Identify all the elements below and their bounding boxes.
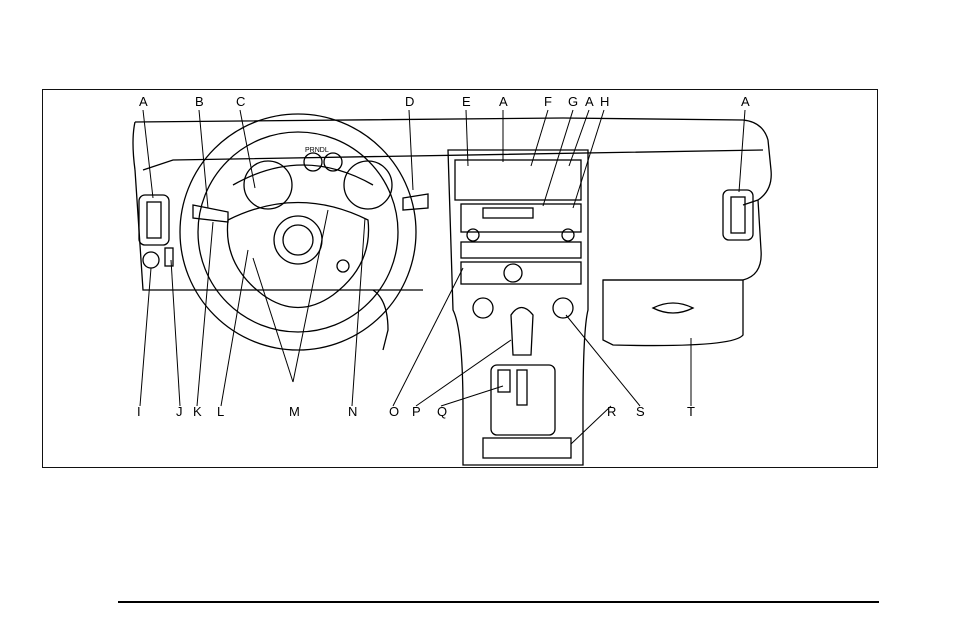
cd-slot bbox=[483, 208, 533, 218]
callout-q: Q bbox=[437, 404, 447, 419]
headlamp-knob bbox=[143, 252, 159, 268]
glove-box-handle bbox=[653, 303, 693, 313]
callout-e: E bbox=[462, 94, 471, 109]
wiper-stalk bbox=[403, 194, 428, 210]
callout-a4: A bbox=[741, 94, 750, 109]
temp-knob-right bbox=[553, 298, 573, 318]
radio-knob-right bbox=[562, 229, 574, 241]
callout-b: B bbox=[195, 94, 204, 109]
footer-rule bbox=[118, 601, 879, 603]
lower-switch-bank bbox=[483, 438, 571, 458]
callout-n: N bbox=[348, 404, 357, 419]
callout-d: D bbox=[405, 94, 414, 109]
radio-knob-left bbox=[467, 229, 479, 241]
callout-o: O bbox=[389, 404, 399, 419]
climate-display bbox=[455, 160, 581, 200]
left-vent-inner bbox=[147, 202, 161, 238]
shift-lever bbox=[511, 308, 533, 356]
callout-m: M bbox=[289, 404, 300, 419]
callout-a3: A bbox=[585, 94, 594, 109]
callout-f: F bbox=[544, 94, 552, 109]
fan-knob bbox=[504, 264, 522, 282]
callout-k: K bbox=[193, 404, 202, 419]
fuel-gauge bbox=[304, 153, 322, 171]
dimmer-control bbox=[165, 248, 173, 266]
right-vent-inner bbox=[731, 197, 745, 233]
dash-top-outline bbox=[135, 118, 771, 205]
shift-slot bbox=[517, 370, 527, 405]
shift-indicator bbox=[498, 370, 510, 392]
callout-h: H bbox=[600, 94, 609, 109]
speedometer bbox=[344, 161, 392, 209]
preset-buttons bbox=[461, 242, 581, 258]
callout-i: I bbox=[137, 404, 141, 419]
callout-r: R bbox=[607, 404, 616, 419]
callout-s: S bbox=[636, 404, 645, 419]
prndl-label: PRNDL bbox=[305, 147, 329, 154]
steering-center bbox=[274, 216, 322, 264]
callout-a1: A bbox=[139, 94, 148, 109]
climate-controls bbox=[461, 262, 581, 284]
callout-j: J bbox=[176, 404, 183, 419]
dash-left-top bbox=[133, 122, 135, 170]
callout-c: C bbox=[236, 94, 245, 109]
dash-left-lower bbox=[135, 170, 423, 290]
knee-bolster bbox=[373, 290, 388, 350]
callouts-bottom: I J K L M N O P Q R S T bbox=[137, 404, 695, 419]
shift-gate bbox=[491, 365, 555, 435]
ignition bbox=[337, 260, 349, 272]
callout-a2: A bbox=[499, 94, 508, 109]
callout-t: T bbox=[687, 404, 695, 419]
callout-l: L bbox=[217, 404, 224, 419]
temp-knob-left bbox=[473, 298, 493, 318]
callout-p: P bbox=[412, 404, 421, 419]
steering-wheel-outer bbox=[180, 114, 416, 350]
dashboard-illustration: A B C D E A F G A H A I J K L M N O P Q … bbox=[42, 89, 878, 468]
callout-g: G bbox=[568, 94, 578, 109]
center-stack bbox=[448, 150, 588, 465]
callouts-top: A B C D E A F G A H A bbox=[139, 94, 750, 109]
dashboard-drawing: A B C D E A F G A H A I J K L M N O P Q … bbox=[43, 90, 879, 469]
